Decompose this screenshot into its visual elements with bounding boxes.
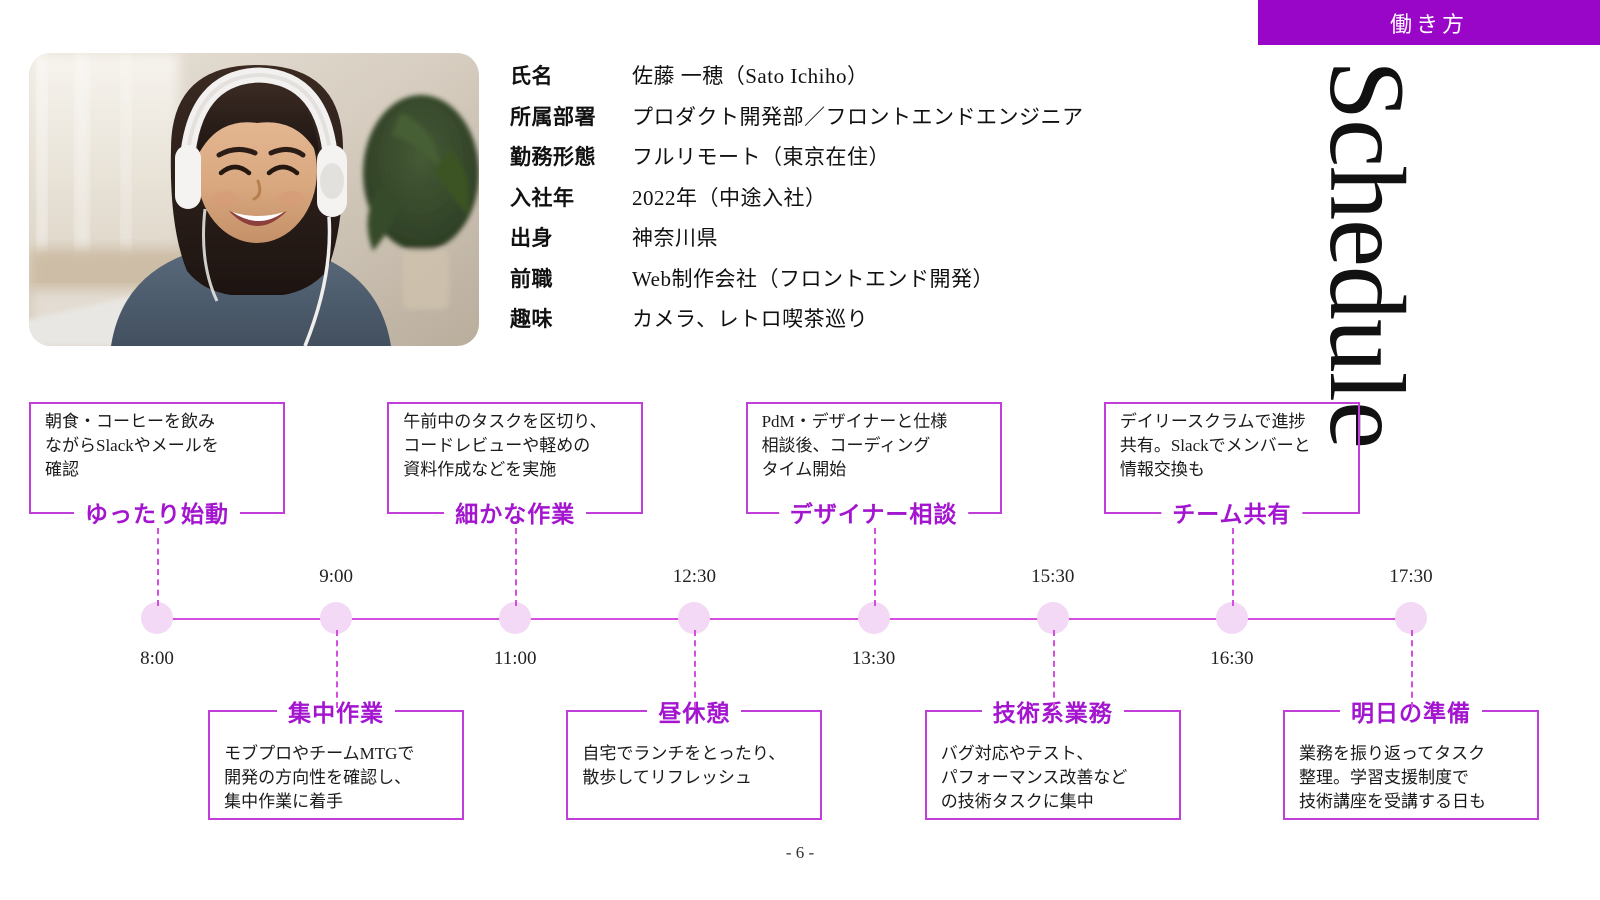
callout-connector (1231, 528, 1234, 606)
callout-connector (1052, 630, 1055, 708)
profile-row: 趣味 カメラ、レトロ喫茶巡り (510, 303, 1210, 344)
callout-description: 午前中のタスクを区切り、コードレビューや軽めの資料作成などを実施 (403, 412, 607, 480)
callout-frame: 自宅でランチをとったり、散歩してリフレッシュ 昼休憩 (566, 694, 823, 820)
profile-label: 勤務形態 (510, 145, 596, 169)
callout-description: デイリースクラムで進捗共有。Slackでメンバーと情報交換も (1119, 412, 1311, 480)
timeline-dot[interactable] (678, 602, 711, 634)
profile-value: カメラ、レトロ喫茶巡り (632, 307, 869, 331)
callout-title: 技術系業務 (981, 694, 1124, 728)
callout-frame: 業務を振り返ってタスク整理。学習支援制度で技術講座を受講する日も明日の準備 (1283, 694, 1539, 820)
callout-frame: デイリースクラムで進捗共有。Slackでメンバーと情報交換もチーム共有 (1103, 402, 1360, 529)
timeline-time-label: 16:30 (1210, 648, 1254, 669)
timeline-callout-bottom: モブプロやチームMTGで開発の方向性を確認し、集中作業に着手 集中作業 (208, 694, 465, 820)
timeline-dot[interactable] (857, 602, 890, 634)
callout-connector (694, 630, 697, 708)
profile-value: 佐藤 一穂（Sato Ichiho） (632, 64, 869, 88)
timeline-callout-bottom: バグ対応やテスト、パフォーマンス改善などの技術タスクに集中 技術系業務 (924, 694, 1181, 820)
callout-title: 昼休憩 (647, 694, 742, 728)
callout-description: バグ対応やテスト、パフォーマンス改善などの技術タスクに集中 (940, 744, 1128, 812)
callout-frame: モブプロやチームMTGで開発の方向性を確認し、集中作業に着手 集中作業 (208, 694, 465, 820)
timeline-callout-top: デイリースクラムで進捗共有。Slackでメンバーと情報交換もチーム共有 (1103, 402, 1360, 529)
profile-value: 神奈川県 (632, 226, 718, 250)
timeline-dot[interactable] (499, 602, 532, 634)
timeline-dot[interactable] (320, 602, 353, 634)
callout-title: 細かな作業 (444, 495, 587, 529)
profile-label: 入社年 (510, 185, 575, 210)
profile-label: 所属部署 (510, 104, 596, 129)
callout-title: デザイナー相談 (778, 495, 969, 529)
callout-connector (336, 630, 339, 708)
timeline-callout-top: 午前中のタスクを区切り、コードレビューや軽めの資料作成などを実施細かな作業 (387, 402, 644, 529)
timeline-dot[interactable] (141, 602, 173, 634)
profile-row: 氏名 佐藤 一穂（Sato Ichiho） (510, 60, 1210, 101)
timeline-callout-bottom: 業務を振り返ってタスク整理。学習支援制度で技術講座を受講する日も明日の準備 (1283, 694, 1539, 820)
profile-label: 出身 (510, 226, 553, 250)
timeline-callout-top: 朝食・コーヒーを飲みながらSlackやメールを確認ゆったり始動 (29, 402, 285, 529)
profile-row: 前職 Web制作会社（フロントエンド開発） (510, 263, 1210, 304)
timeline-time-label: 9:00 (319, 566, 354, 587)
profile-row: 所属部署 プロダクト開発部／フロントエンドエンジニア (510, 101, 1210, 142)
profile-row: 出身 神奈川県 (510, 222, 1210, 263)
callout-description: 業務を振り返ってタスク整理。学習支援制度で技術講座を受講する日も (1299, 744, 1486, 812)
timeline-time-label: 17:30 (1389, 566, 1433, 587)
timeline-callout-top: PdM・デザイナーと仕様相談後、コーディングタイム開始デザイナー相談 (745, 402, 1002, 529)
callout-description: 自宅でランチをとったり、散歩してリフレッシュ (582, 744, 786, 788)
profile-table: 氏名 佐藤 一穂（Sato Ichiho） 所属部署 プロダクト開発部／フロント… (510, 60, 1210, 344)
page-title-text: Schedule (1307, 60, 1426, 448)
section-badge: 働き方 (1258, 0, 1600, 45)
timeline-time-label: 8:00 (140, 648, 174, 669)
timeline-time-label: 15:30 (1031, 566, 1075, 587)
timeline-time-label: 13:30 (851, 648, 896, 669)
profile-label: 前職 (510, 266, 553, 291)
timeline-dot[interactable] (1395, 602, 1427, 634)
callout-title: チーム共有 (1161, 495, 1303, 529)
timeline-callout-bottom: 自宅でランチをとったり、散歩してリフレッシュ 昼休憩 (566, 694, 823, 820)
callout-connector (157, 528, 159, 606)
timeline-dot[interactable] (1215, 602, 1248, 634)
callout-title: ゆったり始動 (74, 495, 240, 529)
callout-description: PdM・デザイナーと仕様相談後、コーディングタイム開始 (761, 412, 948, 480)
profile-row: 勤務形態 フルリモート（東京在住） (510, 141, 1210, 182)
callout-connector (1411, 630, 1413, 708)
profile-label: 氏名 (510, 64, 553, 88)
callout-title: 集中作業 (277, 694, 396, 728)
timeline-time-label: 12:30 (672, 566, 717, 587)
profile-value: 2022年（中途入社） (632, 185, 827, 210)
callout-description: 朝食・コーヒーを飲みながらSlackやメールを確認 (45, 412, 219, 480)
callout-connector (515, 528, 518, 606)
callout-description: モブプロやチームMTGで開発の方向性を確認し、集中作業に着手 (224, 744, 415, 812)
callout-frame: バグ対応やテスト、パフォーマンス改善などの技術タスクに集中 技術系業務 (924, 694, 1181, 820)
callout-frame: 朝食・コーヒーを飲みながらSlackやメールを確認ゆったり始動 (29, 402, 285, 529)
page-number: - 6 - (785, 843, 815, 862)
profile-value: Web制作会社（フロントエンド開発） (632, 266, 994, 291)
profile-value: フルリモート（東京在住） (632, 145, 890, 169)
section-badge-label: 働き方 (1389, 11, 1468, 37)
profile-value: プロダクト開発部／フロントエンドエンジニア (632, 104, 1084, 129)
callout-frame: 午前中のタスクを区切り、コードレビューや軽めの資料作成などを実施細かな作業 (387, 402, 644, 529)
portrait-photo-image (29, 53, 479, 346)
timeline-axis (157, 618, 1411, 620)
callout-frame: PdM・デザイナーと仕様相談後、コーディングタイム開始デザイナー相談 (745, 402, 1002, 529)
portrait-photo (29, 53, 479, 346)
callout-connector (873, 528, 876, 606)
timeline-time-label: 11:00 (493, 648, 537, 669)
timeline-dot[interactable] (1036, 602, 1069, 634)
profile-row: 入社年 2022年（中途入社） (510, 182, 1210, 223)
profile-label: 趣味 (510, 307, 553, 331)
